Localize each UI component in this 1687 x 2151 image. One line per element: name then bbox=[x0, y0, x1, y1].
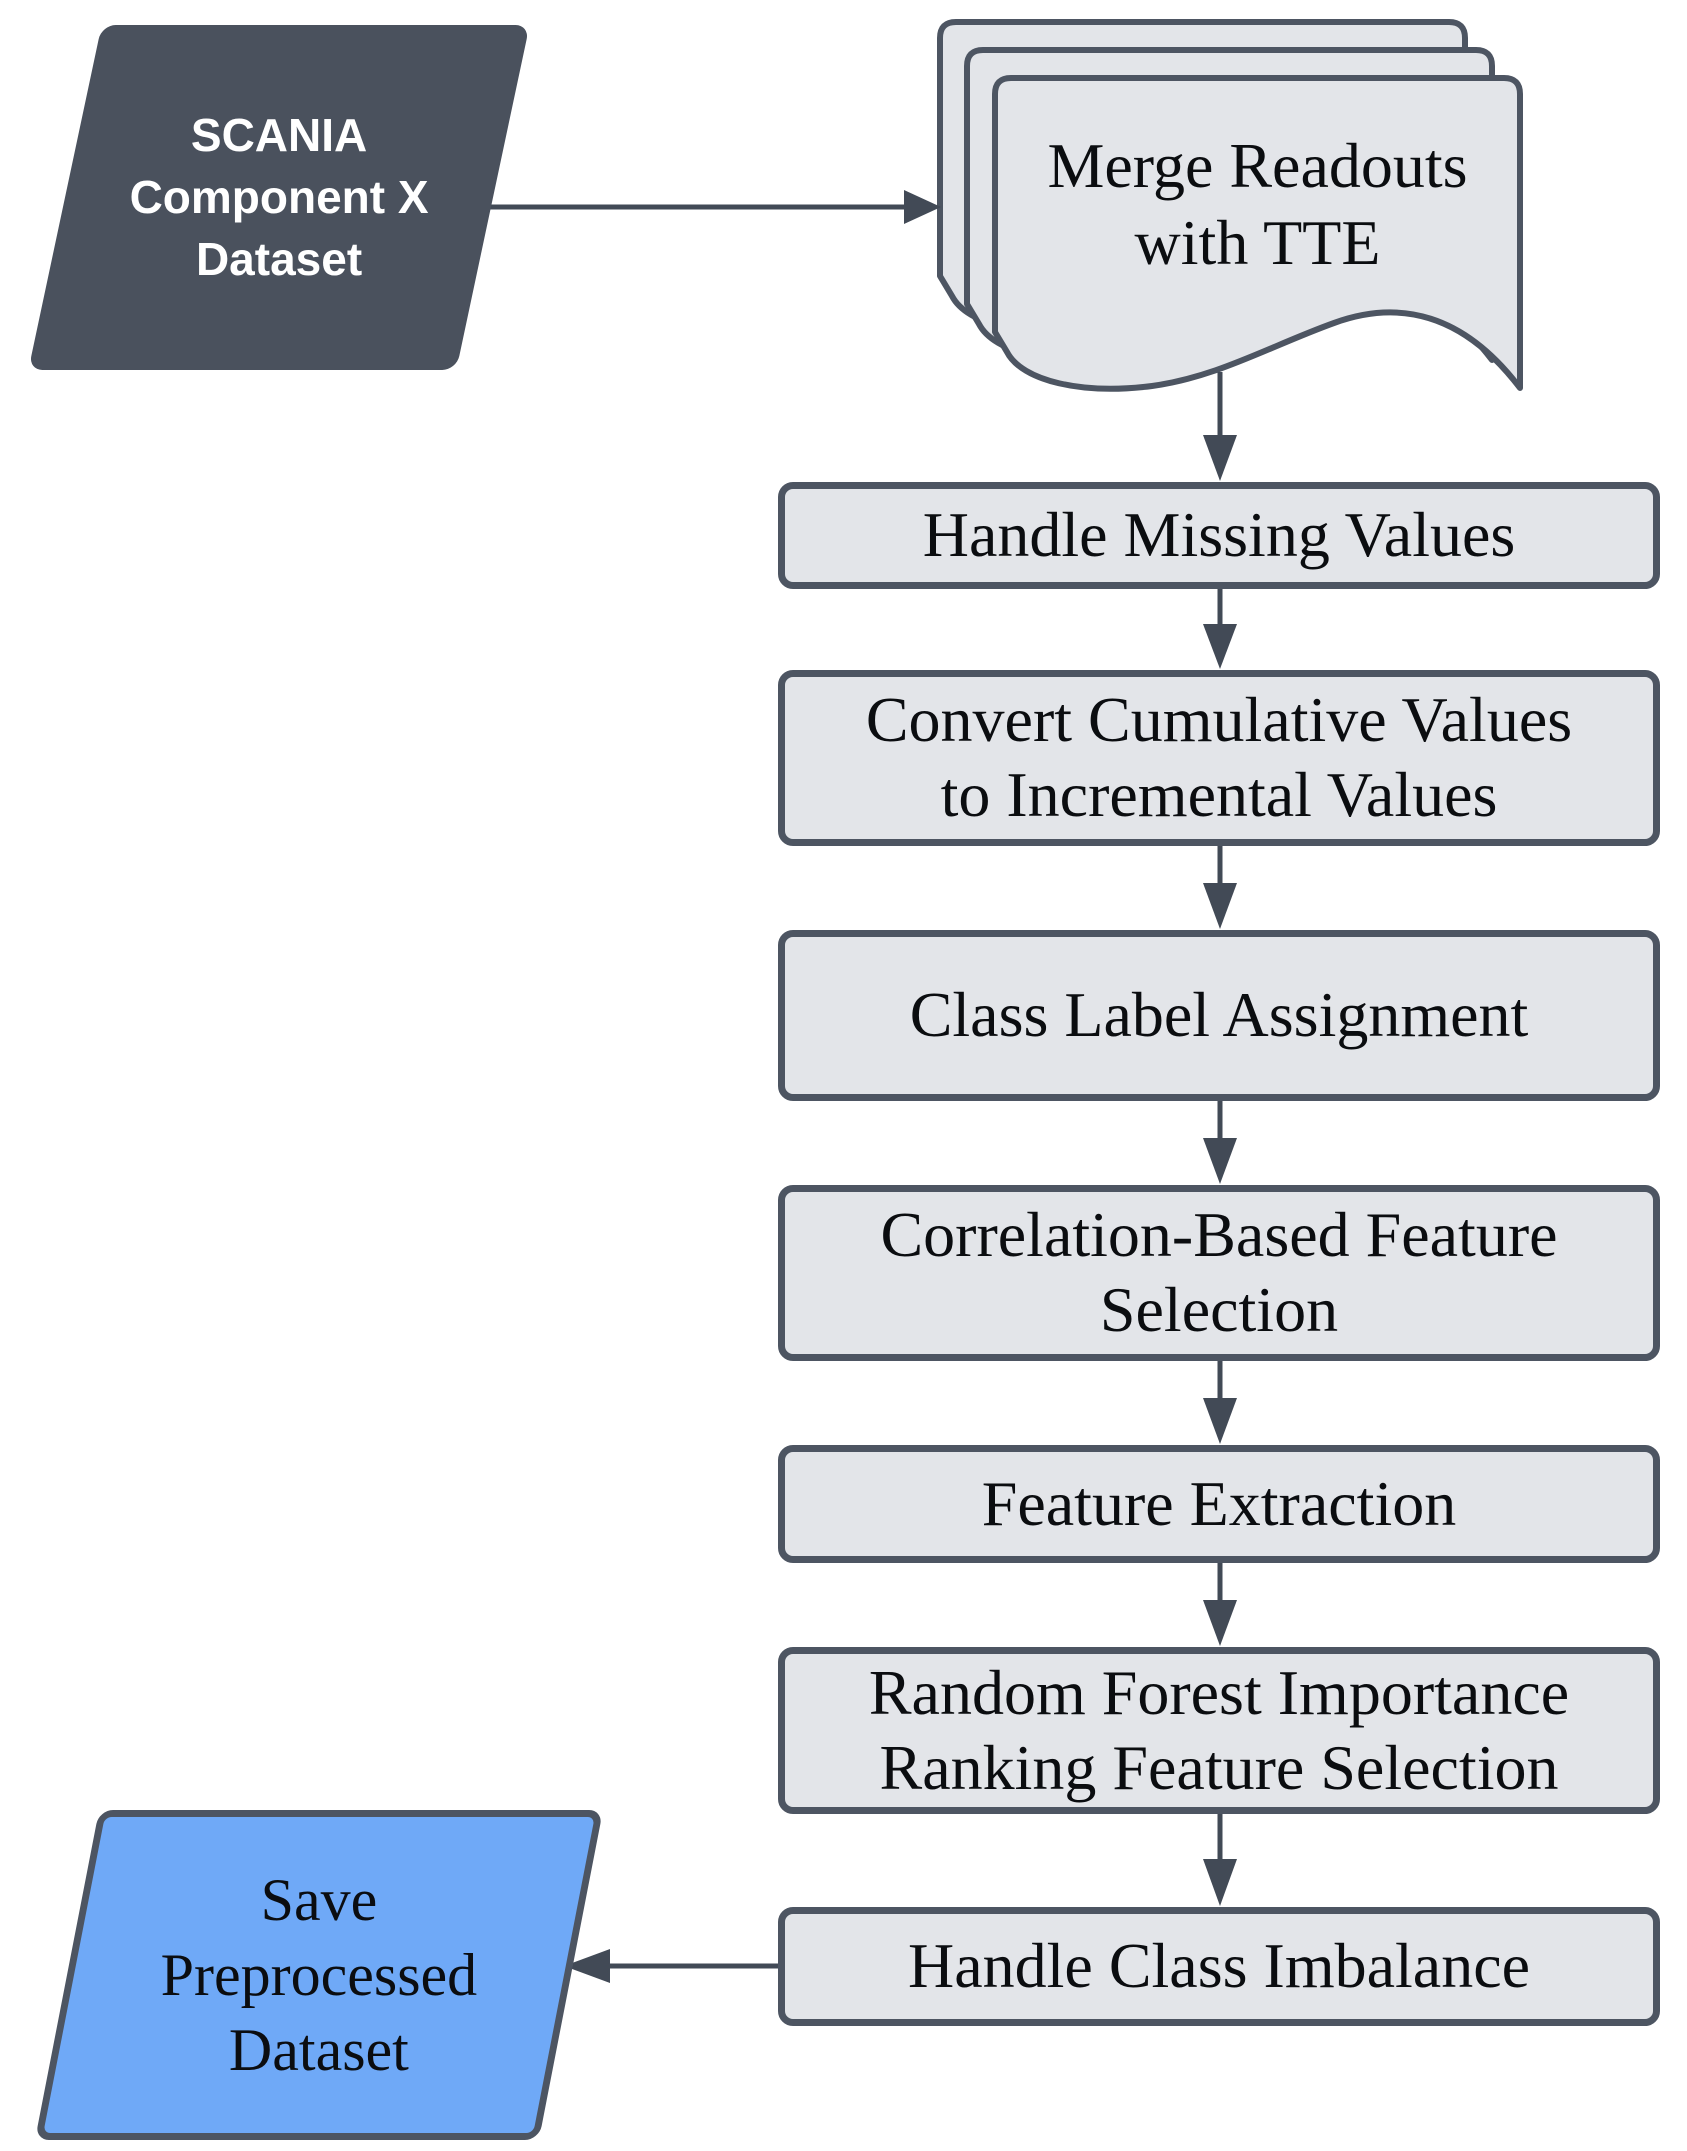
arrow-merge-to-missing bbox=[1203, 372, 1237, 481]
node-correlation-feature-selection-label: Correlation-Based Feature Selection bbox=[880, 1199, 1558, 1345]
node-convert-cumulative: Convert Cumulative Values to Incremental… bbox=[778, 670, 1660, 846]
node-handle-missing-values: Handle Missing Values bbox=[778, 482, 1660, 589]
arrow-missing-to-convert bbox=[1203, 589, 1237, 669]
node-save-preprocessed-dataset: Save Preprocessed Dataset bbox=[34, 1810, 604, 2140]
arrow-scania-to-merge bbox=[490, 190, 941, 224]
node-handle-class-imbalance: Handle Class Imbalance bbox=[778, 1907, 1660, 2026]
node-convert-cumulative-label: Convert Cumulative Values to Incremental… bbox=[865, 684, 1573, 830]
node-merge-readouts: Merge Readouts with TTE bbox=[995, 90, 1520, 320]
node-random-forest-selection: Random Forest Importance Ranking Feature… bbox=[778, 1647, 1660, 1814]
arrow-extraction-to-rf bbox=[1203, 1563, 1237, 1646]
node-correlation-feature-selection: Correlation-Based Feature Selection bbox=[778, 1185, 1660, 1361]
arrow-convert-to-classlabel bbox=[1203, 846, 1237, 929]
node-class-label-assignment-label: Class Label Assignment bbox=[909, 979, 1529, 1051]
node-save-preprocessed-dataset-label: Save Preprocessed Dataset bbox=[160, 1866, 478, 2083]
arrow-imbalance-to-save bbox=[564, 1949, 778, 1983]
node-handle-missing-values-label: Handle Missing Values bbox=[922, 499, 1516, 571]
node-random-forest-selection-label: Random Forest Importance Ranking Feature… bbox=[868, 1656, 1570, 1803]
node-feature-extraction: Feature Extraction bbox=[778, 1445, 1660, 1563]
node-scania-dataset: SCANIA Component X Dataset bbox=[28, 25, 530, 370]
node-scania-dataset-label: SCANIA Component X Dataset bbox=[129, 109, 429, 286]
node-class-label-assignment: Class Label Assignment bbox=[778, 930, 1660, 1101]
arrow-rf-to-imbalance bbox=[1203, 1814, 1237, 1906]
node-handle-class-imbalance-label: Handle Class Imbalance bbox=[908, 1930, 1530, 2002]
arrow-classlabel-to-correlation bbox=[1203, 1101, 1237, 1184]
node-feature-extraction-label: Feature Extraction bbox=[981, 1467, 1457, 1539]
arrow-correlation-to-extraction bbox=[1203, 1361, 1237, 1444]
node-merge-readouts-label: Merge Readouts with TTE bbox=[1047, 130, 1468, 278]
